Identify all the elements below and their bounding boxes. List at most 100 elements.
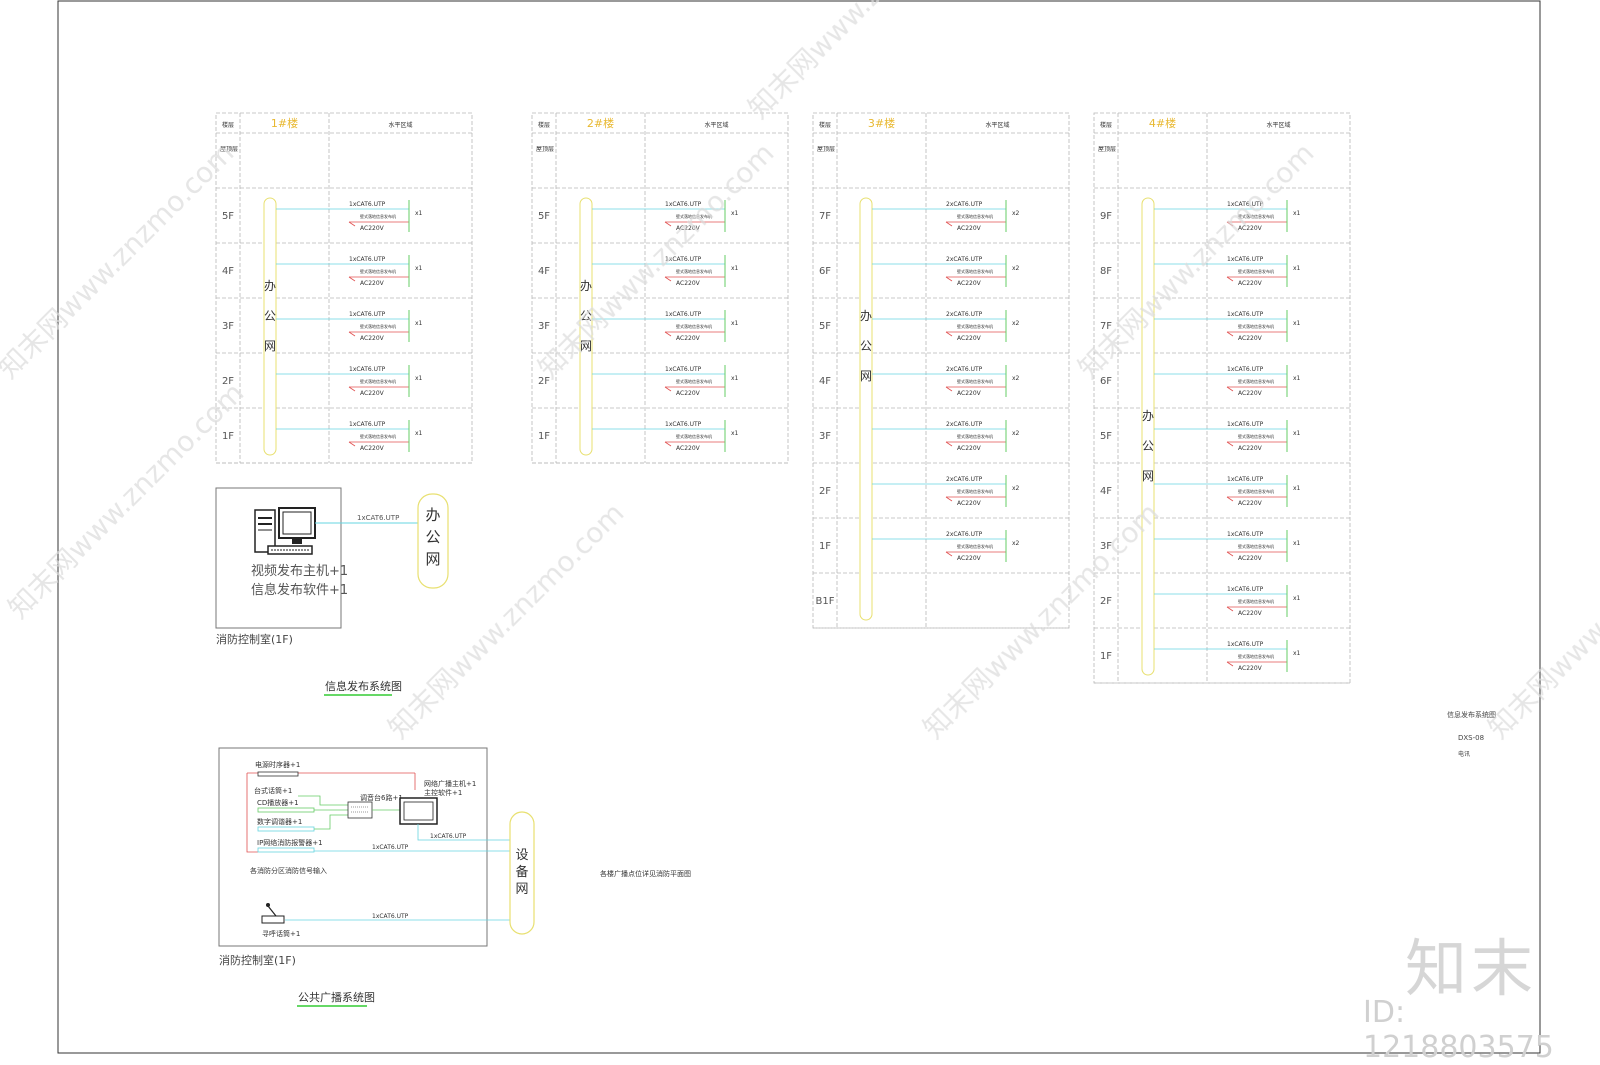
floor-label: 3F: [222, 321, 234, 332]
drawing-discipline: 电讯: [1458, 750, 1470, 758]
cable-label: 1xCAT6.UTP: [1227, 531, 1264, 538]
power-label: AC220V: [957, 390, 982, 397]
device-label: 壁式落地信息发布机: [957, 213, 993, 219]
power-label: AC220V: [1238, 225, 1263, 232]
power-label: AC220V: [957, 445, 982, 452]
qty-label: x1: [1293, 265, 1301, 272]
network-char: 网: [860, 369, 872, 383]
info-cable-label: 1xCAT6.UTP: [357, 514, 399, 522]
pa-host-cable: [417, 824, 513, 841]
cable-label: 1xCAT6.UTP: [1227, 366, 1264, 373]
cable-label: 2xCAT6.UTP: [946, 531, 983, 538]
device-label: 壁式落地信息发布机: [1238, 598, 1274, 604]
info-room-label: 消防控制室(1F): [216, 632, 293, 646]
floor-label: 2F: [1100, 596, 1112, 607]
public-address-system: 电源时序器+1 台式话筒+1 CD播放器+1 数字调谐器+1 IP网络消防报警器…: [218, 747, 691, 1007]
network-char: 网: [580, 339, 592, 353]
power-label: AC220V: [1238, 665, 1263, 672]
power-label: AC220V: [957, 225, 982, 232]
cable-label: 1xCAT6.UTP: [665, 201, 702, 208]
power-label: AC220V: [957, 335, 982, 342]
power-label: AC220V: [360, 445, 385, 452]
pa-device-1-icon: [257, 771, 299, 777]
cable-label: 2xCAT6.UTP: [946, 421, 983, 428]
floor-label: 3F: [538, 321, 550, 332]
device-label: 壁式落地信息发布机: [360, 268, 396, 274]
qty-label: x1: [1293, 650, 1301, 657]
cable-label: 1xCAT6.UTP: [349, 256, 386, 263]
power-label: AC220V: [957, 280, 982, 287]
qty-label: x1: [731, 375, 739, 382]
pa-device-3: CD播放器+1: [257, 798, 299, 807]
device-label: 壁式落地信息发布机: [1238, 433, 1274, 439]
floor-label: 4F: [538, 266, 550, 277]
floor-label: 5F: [222, 211, 234, 222]
power-label: AC220V: [360, 335, 385, 342]
pa-mic-cable-label: 1xCAT6.UTP: [372, 913, 409, 920]
power-label: AC220V: [957, 555, 982, 562]
floor-label: 1F: [1100, 651, 1112, 662]
floor-label: 5F: [1100, 431, 1112, 442]
power-label: AC220V: [676, 335, 701, 342]
title-block: 信息发布系统图 DXS-08 电讯: [1447, 710, 1496, 758]
pa-device-3-icon: [257, 807, 315, 813]
floor-label: 7F: [819, 211, 831, 222]
brand-id-watermark: ID: 1218803575: [1363, 995, 1554, 1065]
cable-label: 2xCAT6.UTP: [946, 256, 983, 263]
header-floor: 楼层: [1100, 121, 1112, 129]
pa-power-bus: [246, 773, 258, 853]
device-label: 壁式落地信息发布机: [957, 543, 993, 549]
device-label: 壁式落地信息发布机: [676, 213, 712, 219]
drawing-number: DXS-08: [1458, 734, 1484, 742]
drawing-frame: [57, 0, 1541, 1054]
info-network-char-3: 网: [425, 550, 440, 568]
table-border: [812, 112, 1070, 629]
control-room-box: [215, 487, 342, 629]
floor-label: 2F: [222, 376, 234, 387]
cable-label: 1xCAT6.UTP: [1227, 256, 1264, 263]
device-label: 壁式落地信息发布机: [1238, 323, 1274, 329]
floor-label: 1F: [538, 431, 550, 442]
power-label: AC220V: [957, 500, 982, 507]
info-network-char-1: 办: [425, 506, 440, 524]
network-tube: [859, 197, 873, 621]
power-label: AC220V: [1238, 280, 1263, 287]
roof-label: 屋顶层: [1098, 146, 1116, 153]
cable-label: 1xCAT6.UTP: [665, 311, 702, 318]
floor-label: 6F: [819, 266, 831, 277]
cable-label: 1xCAT6.UTP: [665, 366, 702, 373]
device-label: 壁式落地信息发布机: [360, 323, 396, 329]
floor-label: 7F: [1100, 321, 1112, 332]
network-char: 办: [860, 308, 872, 323]
building-name: 1#楼: [271, 116, 298, 130]
network-tube: [263, 197, 277, 456]
cable-label: 1xCAT6.UTP: [1227, 421, 1264, 428]
qty-label: x2: [1012, 265, 1020, 272]
qty-label: x2: [1012, 540, 1020, 547]
qty-label: x1: [415, 320, 423, 327]
power-label: AC220V: [1238, 500, 1263, 507]
building-name: 2#楼: [587, 116, 614, 130]
cable-label: 1xCAT6.UTP: [349, 201, 386, 208]
power-label: AC220V: [676, 390, 701, 397]
power-label: AC220V: [360, 225, 385, 232]
info-publishing-system: 视频发布主机+1 信息发布软件+1 1xCAT6.UTP 办 公 网 消防控制室…: [215, 487, 449, 696]
roof-label: 屋顶层: [536, 146, 554, 153]
pa-device-2: 台式话筒+1: [254, 786, 292, 795]
pa-device-4-icon: [257, 826, 315, 832]
power-label: AC220V: [1238, 610, 1263, 617]
drawing-name: 信息发布系统图: [1447, 710, 1496, 719]
floor-label: 2F: [538, 376, 550, 387]
